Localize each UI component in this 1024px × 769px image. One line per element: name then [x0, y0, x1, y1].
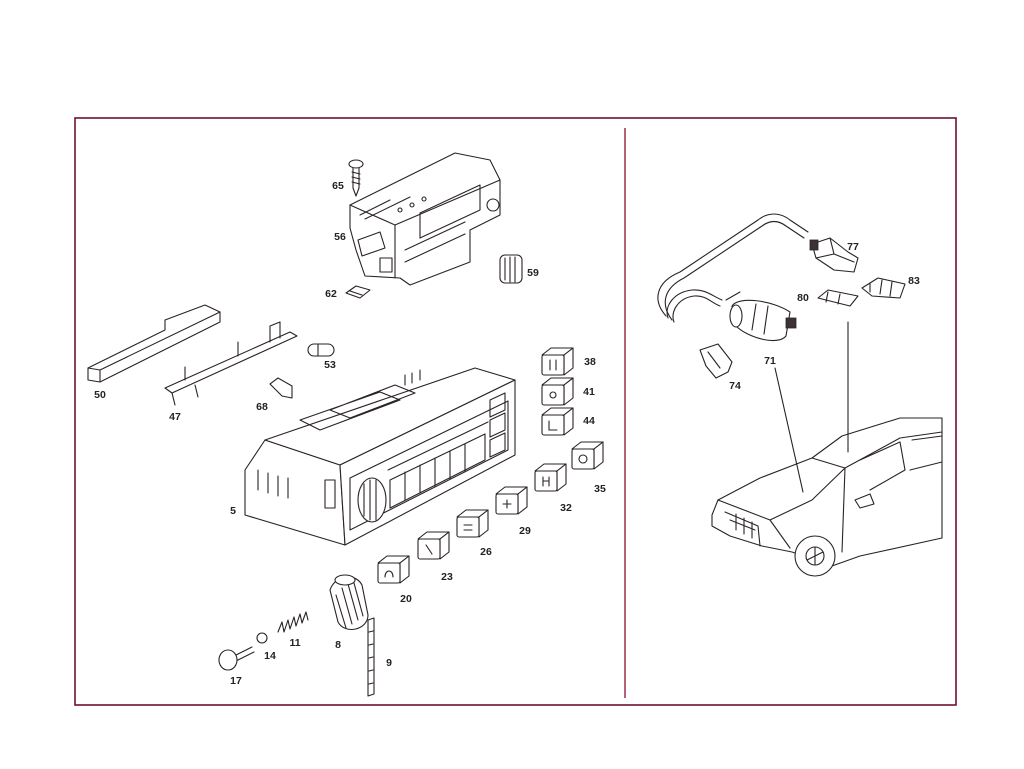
part-17-pin — [218, 646, 255, 671]
part-9-scale-strip — [367, 617, 375, 697]
part-80-clip — [817, 289, 859, 307]
callout-32: 32 — [560, 502, 572, 514]
callout-77: 77 — [847, 241, 859, 253]
left-panel: 65 56 62 59 50 47 53 68 38 41 44 35 32 2… — [87, 152, 606, 697]
part-47-bracket — [164, 321, 298, 406]
callout-83: 83 — [908, 275, 920, 287]
part-26-button — [456, 509, 489, 538]
callout-50: 50 — [94, 389, 106, 401]
part-41-button — [541, 377, 574, 406]
part-59-knob — [499, 254, 523, 284]
part-50-cover-strip — [87, 304, 221, 383]
diagram-frame — [74, 117, 957, 706]
vehicle-outline — [711, 417, 943, 577]
callout-59: 59 — [527, 267, 539, 279]
part-8-rotary-knob — [329, 574, 369, 631]
callout-41: 41 — [583, 386, 595, 398]
part-20-button — [377, 555, 410, 584]
part-38-button — [541, 347, 574, 376]
part-29-button — [495, 486, 528, 515]
part-35-button — [571, 441, 604, 470]
callout-17: 17 — [230, 675, 242, 687]
callout-35: 35 — [594, 483, 606, 495]
part-77-connector — [809, 237, 859, 273]
callout-23: 23 — [441, 571, 453, 583]
part-62-clip — [345, 285, 371, 299]
callout-5: 5 — [230, 505, 236, 517]
callout-38: 38 — [584, 356, 596, 368]
part-32-button — [534, 463, 567, 492]
part-71-vacuum-unit — [725, 291, 797, 341]
callout-29: 29 — [519, 525, 531, 537]
callout-62: 62 — [325, 288, 337, 300]
callout-14: 14 — [264, 650, 276, 662]
part-11-spring — [277, 611, 309, 633]
part-53-bulb — [307, 343, 335, 357]
callout-47: 47 — [169, 411, 181, 423]
callout-9: 9 — [386, 657, 392, 669]
callout-56: 56 — [334, 231, 346, 243]
part-56-control-module — [349, 152, 501, 286]
part-23-button — [417, 531, 450, 560]
callout-74: 74 — [729, 380, 741, 392]
callout-71: 71 — [764, 355, 776, 367]
part-14-ball — [256, 632, 268, 644]
leader-71 — [774, 367, 804, 493]
part-44-button — [541, 407, 574, 436]
callout-53: 53 — [324, 359, 336, 371]
callout-65: 65 — [332, 180, 344, 192]
callout-11: 11 — [289, 637, 300, 649]
vacuum-hose — [657, 213, 809, 323]
part-68-bracket — [269, 377, 293, 399]
callout-20: 20 — [400, 593, 412, 605]
callout-68: 68 — [256, 401, 268, 413]
right-panel: 77 83 80 71 74 — [657, 213, 943, 577]
callout-44: 44 — [583, 415, 595, 427]
callout-8: 8 — [335, 639, 341, 651]
part-65-screw — [348, 159, 364, 197]
part-83-clip — [861, 277, 906, 299]
part-74-bracket — [699, 343, 733, 379]
part-5-control-unit — [244, 367, 516, 546]
callout-26: 26 — [480, 546, 492, 558]
callout-80: 80 — [797, 292, 809, 304]
